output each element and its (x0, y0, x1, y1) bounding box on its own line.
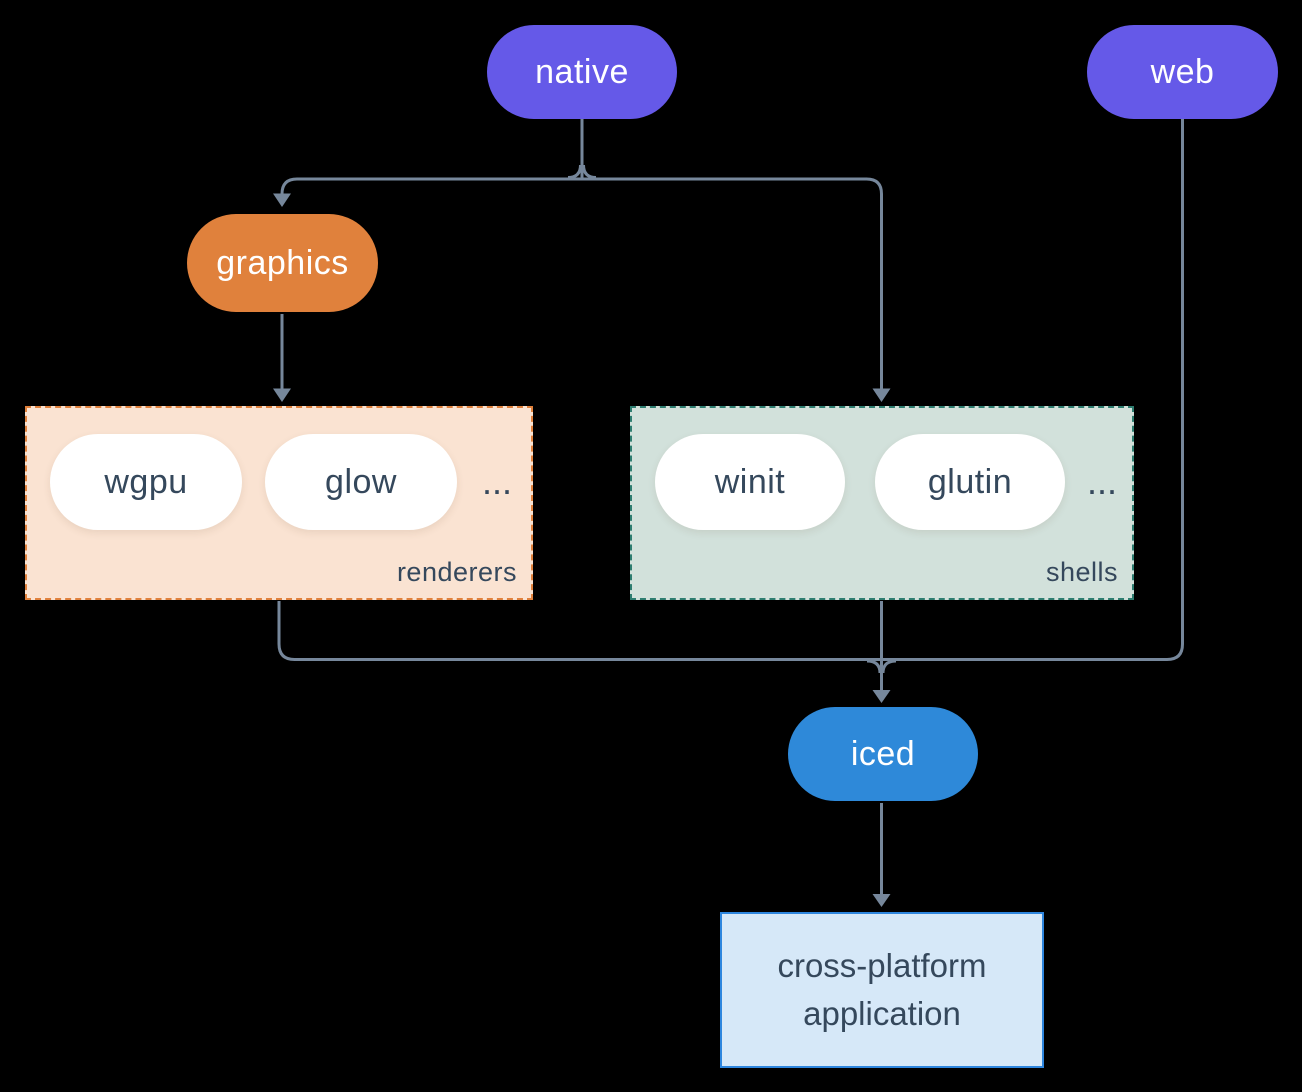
node-native: native (487, 25, 677, 119)
node-web: web (1087, 25, 1278, 119)
node-cross-platform-application: cross-platform application (720, 912, 1044, 1068)
shells-ellipsis: ... (1086, 461, 1117, 502)
group-renderers: wgpu glow ... renderers (25, 406, 533, 600)
node-web-label: web (1150, 52, 1215, 91)
group-shells: winit glutin ... shells (630, 406, 1134, 600)
merge-fillet-left (866, 659, 882, 674)
renderers-ellipsis: ... (481, 461, 512, 502)
pill-wgpu: wgpu (50, 434, 242, 530)
shells-group-label: shells (1045, 557, 1118, 587)
arrow-down-icon (273, 193, 291, 207)
node-graphics-label: graphics (216, 243, 349, 282)
pill-winit: winit (655, 434, 845, 530)
pill-winit-label: winit (714, 462, 786, 501)
edge-split-bar (280, 177, 883, 390)
split-fillet-left (567, 164, 582, 179)
renderers-group-label: renderers (396, 557, 517, 587)
arrow-down-icon (273, 388, 291, 402)
pill-glutin-label: glutin (927, 462, 1013, 501)
pill-glow: glow (265, 434, 457, 530)
node-iced-label: iced (850, 734, 916, 773)
pill-glow-label: glow (325, 462, 397, 501)
arrow-down-icon (872, 894, 891, 907)
pill-wgpu-label: wgpu (104, 462, 188, 501)
app-box-label: cross-platform application (777, 947, 987, 1032)
merge-fillet-right (881, 659, 897, 674)
arrow-down-icon (872, 388, 891, 402)
arrow-down-icon (872, 690, 891, 703)
node-graphics: graphics (187, 214, 378, 312)
pill-glutin: glutin (875, 434, 1065, 530)
edge-merge-bar (277, 119, 1184, 661)
split-fillet-right (582, 164, 597, 179)
node-iced: iced (788, 707, 978, 801)
node-native-label: native (535, 52, 629, 91)
